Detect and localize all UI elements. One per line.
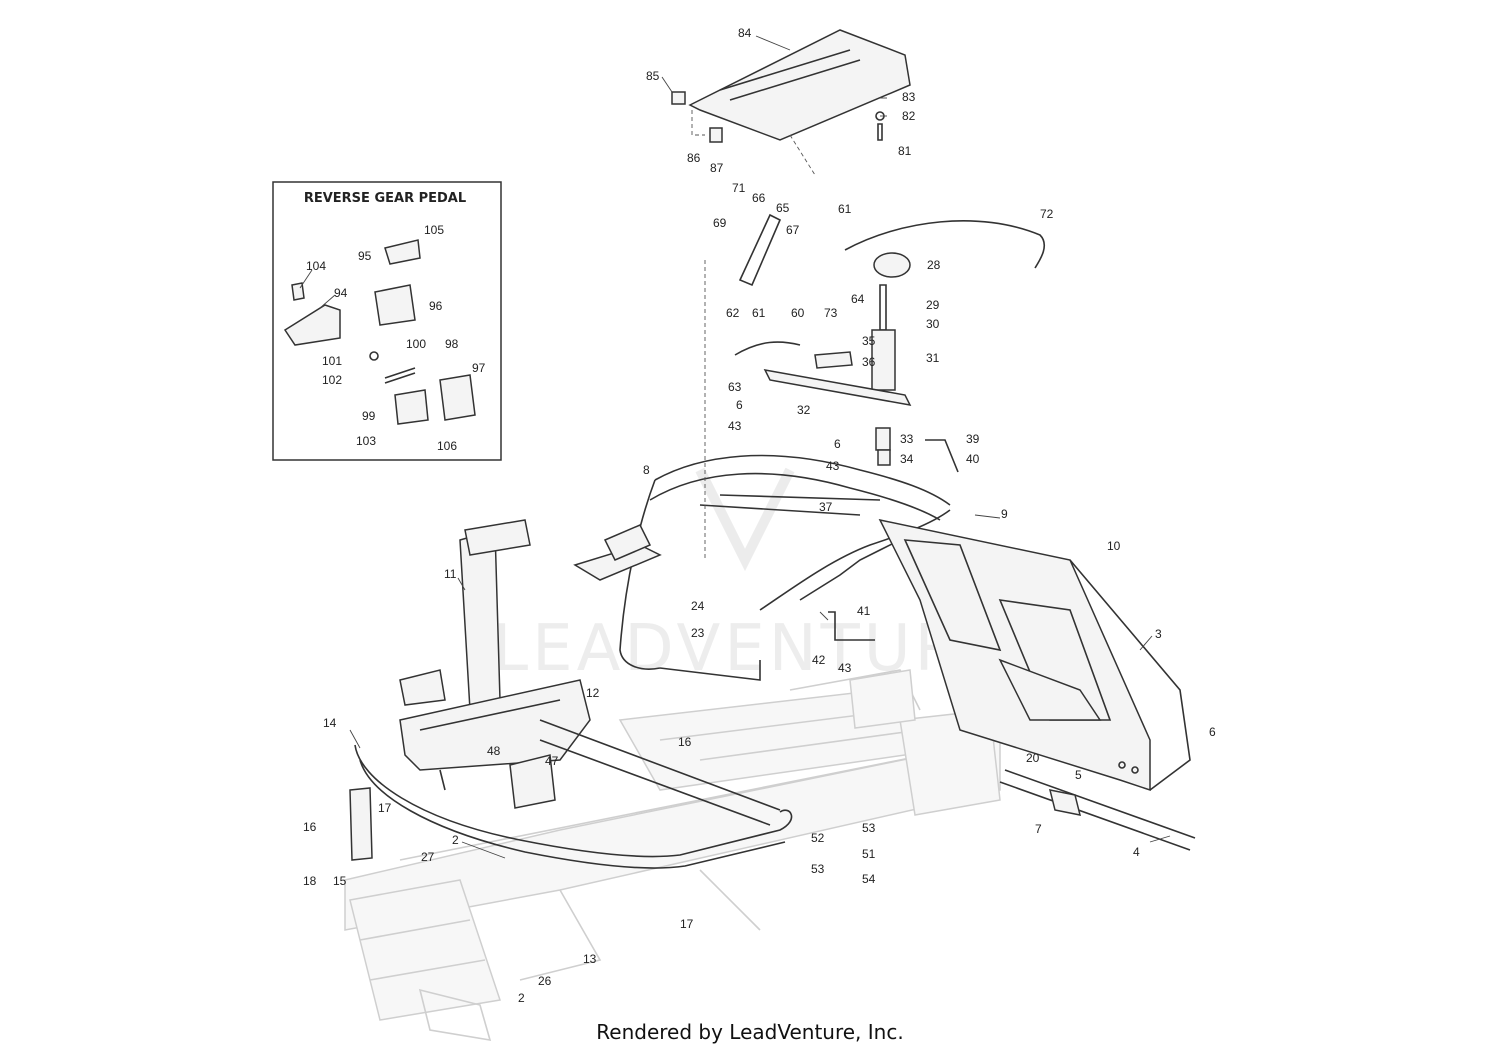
callout-53-a: 53	[862, 821, 876, 835]
callout-26: 26	[538, 974, 552, 988]
callout-16-a: 16	[678, 735, 692, 749]
callout-61-top: 61	[838, 202, 852, 216]
callout-2-a: 2	[452, 833, 459, 847]
callout-48: 48	[487, 744, 501, 758]
callout-labels: 84 85 83 82 81 86 87 71 66 65 69 67 61 7…	[303, 26, 1216, 1005]
callout-33: 33	[900, 432, 914, 446]
callout-5: 5	[1075, 768, 1082, 782]
seat-pan	[671, 29, 911, 176]
callout-14: 14	[323, 716, 337, 730]
callout-98: 98	[445, 337, 459, 351]
callout-95: 95	[358, 249, 372, 263]
callout-47: 47	[545, 754, 559, 768]
callout-60: 60	[791, 306, 805, 320]
callout-99: 99	[362, 409, 376, 423]
callout-24: 24	[691, 599, 705, 613]
reverse-gear-pedal-inset: REVERSE GEAR PEDAL	[272, 181, 502, 461]
watermark: LEADVENTURE	[493, 467, 1008, 686]
seat-adjust-parts	[704, 213, 1045, 641]
callout-66: 66	[752, 191, 766, 205]
callout-102: 102	[322, 373, 342, 387]
callout-27: 27	[421, 850, 435, 864]
callout-3: 3	[1155, 627, 1162, 641]
chassis-background	[344, 669, 1001, 1041]
callout-35: 35	[862, 334, 876, 348]
callout-43-c: 43	[838, 661, 852, 675]
leader-lines	[299, 35, 1171, 859]
callout-53-b: 53	[811, 862, 825, 876]
fender-frame-assembly	[573, 454, 1191, 792]
callout-7: 7	[1035, 822, 1042, 836]
callout-82: 82	[902, 109, 916, 123]
callout-37: 37	[819, 500, 833, 514]
callout-9: 9	[1001, 507, 1008, 521]
callout-20: 20	[1026, 751, 1040, 765]
callout-43-a: 43	[728, 419, 742, 433]
callout-6-c: 6	[1209, 725, 1216, 739]
callout-36: 36	[862, 355, 876, 369]
callout-105: 105	[424, 223, 444, 237]
callout-100: 100	[406, 337, 426, 351]
callout-61-mid: 61	[752, 306, 766, 320]
callout-8: 8	[643, 463, 650, 477]
watermark-text: LEADVENTURE	[493, 612, 1008, 686]
callout-63: 63	[728, 380, 742, 394]
callout-6-b: 6	[834, 437, 841, 451]
callout-97: 97	[472, 361, 486, 375]
callout-106: 106	[437, 439, 457, 453]
callout-31: 31	[926, 351, 940, 365]
callout-64: 64	[851, 292, 865, 306]
callout-71: 71	[732, 181, 746, 195]
callout-16-b: 16	[303, 820, 317, 834]
callout-4: 4	[1133, 845, 1140, 859]
callout-23: 23	[691, 626, 705, 640]
callout-30: 30	[926, 317, 940, 331]
front-frame-assembly	[349, 519, 793, 869]
callout-11: 11	[444, 567, 457, 581]
callout-65: 65	[776, 201, 790, 215]
callout-103: 103	[356, 434, 376, 448]
callout-18: 18	[303, 874, 317, 888]
callout-86: 86	[687, 151, 701, 165]
callout-6-a: 6	[736, 398, 743, 412]
callout-94: 94	[334, 286, 348, 300]
callout-81: 81	[898, 144, 912, 158]
callout-96: 96	[429, 299, 443, 313]
callout-104: 104	[306, 259, 326, 273]
inset-title: REVERSE GEAR PEDAL	[304, 191, 466, 206]
callout-15: 15	[333, 874, 347, 888]
callout-62: 62	[726, 306, 740, 320]
callout-72: 72	[1040, 207, 1054, 221]
callout-67: 67	[786, 223, 800, 237]
callout-101: 101	[322, 354, 342, 368]
callout-10: 10	[1107, 539, 1121, 553]
callout-17-b: 17	[680, 917, 694, 931]
callout-40: 40	[966, 452, 980, 466]
callout-73: 73	[824, 306, 838, 320]
callout-12: 12	[586, 686, 600, 700]
callout-52: 52	[811, 831, 825, 845]
callout-69: 69	[713, 216, 727, 230]
callout-2-b: 2	[518, 991, 525, 1005]
callout-13: 13	[583, 952, 597, 966]
callout-85: 85	[646, 69, 660, 83]
callout-39: 39	[966, 432, 980, 446]
callout-51: 51	[862, 847, 876, 861]
callout-17-a: 17	[378, 801, 392, 815]
callout-42: 42	[812, 653, 826, 667]
callout-54: 54	[862, 872, 876, 886]
callout-29: 29	[926, 298, 940, 312]
callout-41: 41	[857, 604, 871, 618]
callout-84: 84	[738, 26, 752, 40]
callout-32: 32	[797, 403, 811, 417]
callout-43-b: 43	[826, 459, 840, 473]
rear-axle-rod	[999, 769, 1196, 851]
footer-credit: Rendered by LeadVenture, Inc.	[596, 1020, 904, 1044]
callout-28: 28	[927, 258, 941, 272]
callout-83: 83	[902, 90, 916, 104]
callout-34: 34	[900, 452, 914, 466]
callout-87: 87	[710, 161, 724, 175]
